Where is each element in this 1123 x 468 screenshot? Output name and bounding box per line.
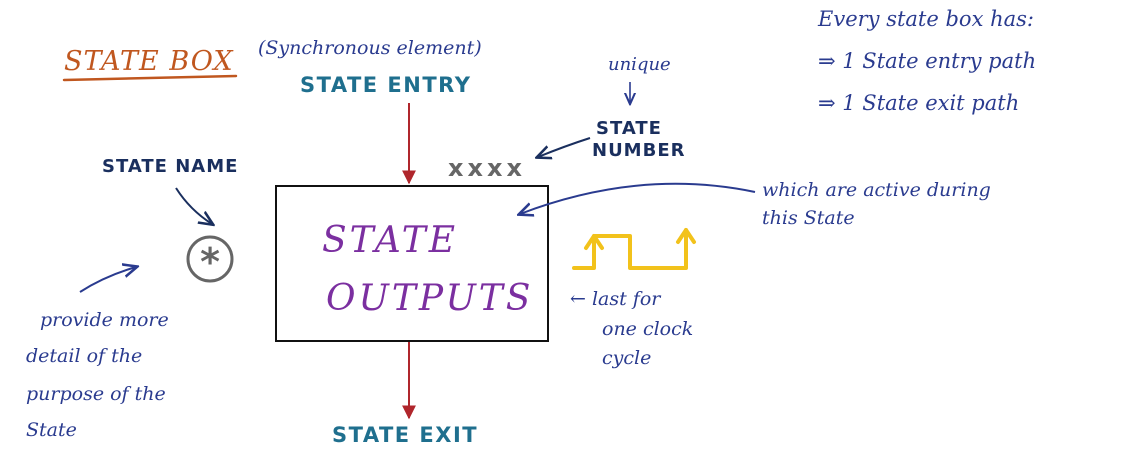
diagram-subtitle: (Synchronous element) <box>258 37 482 59</box>
state-name-symbol: * <box>200 240 220 284</box>
state-exit-label: STATE EXIT <box>332 423 478 447</box>
clock-rising-edge-arrow-1 <box>584 234 604 250</box>
state-number-placeholder: xxxx <box>448 154 526 182</box>
state-box-line1: STATE <box>322 220 458 261</box>
rules-note-line1: Every state box has: <box>817 7 1034 31</box>
state-entry-label: STATE ENTRY <box>300 73 471 97</box>
purpose-note-line2: detail of the <box>26 345 142 367</box>
diagram-title: STATE BOX <box>64 46 234 77</box>
state-number-label-line1: STATE <box>596 118 662 139</box>
purpose-arrow <box>79 267 136 293</box>
clock-rising-edge-arrow-2 <box>676 228 696 244</box>
state-number-arrow <box>538 137 591 157</box>
clock-note-line1: ← last for <box>570 288 662 310</box>
rules-note-line2: ⇒ 1 State entry path <box>818 49 1036 73</box>
purpose-note-line4: State <box>26 419 77 441</box>
state-box-line2: OUTPUTS <box>326 278 533 319</box>
purpose-note-line1: provide more <box>40 309 169 331</box>
title-underline <box>62 74 238 82</box>
clock-note-line2: one clock <box>602 318 693 340</box>
rules-note-line3: ⇒ 1 State exit path <box>818 91 1019 115</box>
clock-note-line3: cycle <box>602 347 651 369</box>
state-name-arrow <box>175 187 212 224</box>
state-box <box>275 185 549 342</box>
state-name-circle <box>186 235 234 283</box>
state-name-label: STATE NAME <box>102 156 238 177</box>
active-note-line2: this State <box>762 207 855 229</box>
active-note-arrow <box>520 182 756 214</box>
clock-pulse-waveform <box>572 228 688 270</box>
purpose-note-line3: purpose of the <box>26 383 166 405</box>
state-number-label-line2: NUMBER <box>592 140 685 161</box>
unique-note: unique <box>608 54 671 75</box>
active-note-line1: which are active during <box>762 179 991 201</box>
